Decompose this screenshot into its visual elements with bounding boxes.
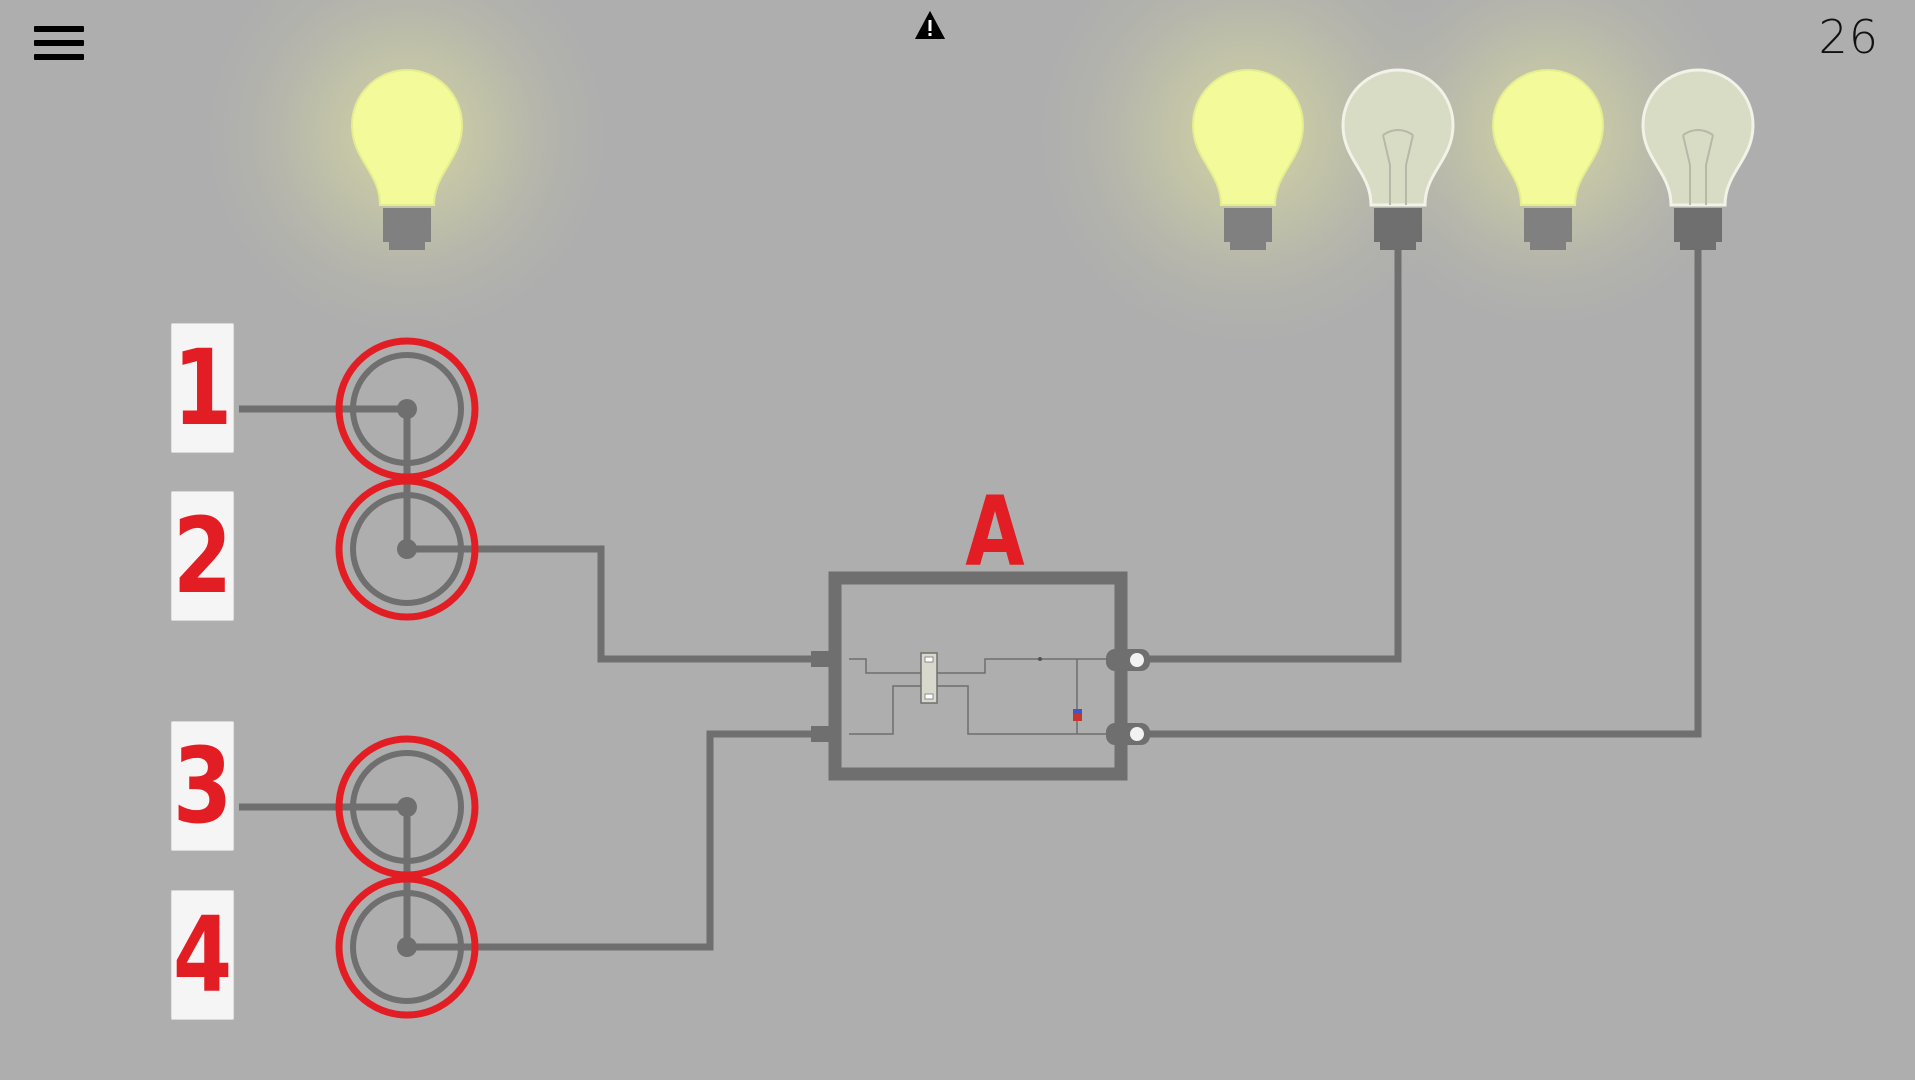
bulb-4 bbox=[1491, 69, 1605, 250]
warning-triangle-icon bbox=[915, 11, 945, 39]
switch-label-2: 2 bbox=[170, 491, 235, 621]
wires bbox=[239, 245, 1702, 951]
logic-box-label: A bbox=[965, 476, 1025, 588]
hamburger-menu-icon[interactable] bbox=[34, 26, 84, 66]
wire-switch-2-to-box bbox=[407, 545, 818, 663]
bulb-5 bbox=[1641, 68, 1755, 250]
bulb-1 bbox=[350, 69, 464, 250]
box-input-port-2 bbox=[811, 726, 835, 742]
switch-label-4: 4 bbox=[170, 890, 235, 1020]
bulb-3 bbox=[1341, 68, 1455, 250]
box-input-port-1 bbox=[811, 651, 835, 667]
switch-3[interactable] bbox=[335, 735, 479, 879]
switch-4[interactable] bbox=[335, 875, 479, 1019]
switch-label-1: 1 bbox=[170, 323, 235, 453]
logic-box bbox=[811, 571, 1150, 781]
switch-label-3: 3 bbox=[170, 721, 235, 851]
bulb-2 bbox=[1191, 69, 1305, 250]
box-output-port-2 bbox=[1130, 727, 1144, 741]
box-output-port-1 bbox=[1130, 653, 1144, 667]
wire-switch-4-to-box bbox=[407, 730, 818, 951]
wire-box-to-bulb-5 bbox=[1137, 245, 1702, 738]
switch-1[interactable] bbox=[335, 337, 479, 481]
switch-2[interactable] bbox=[335, 477, 479, 621]
wire-box-to-bulb-3 bbox=[1137, 245, 1402, 663]
box-internal-circuit bbox=[849, 658, 1108, 735]
level-number: 26 bbox=[1818, 10, 1879, 64]
